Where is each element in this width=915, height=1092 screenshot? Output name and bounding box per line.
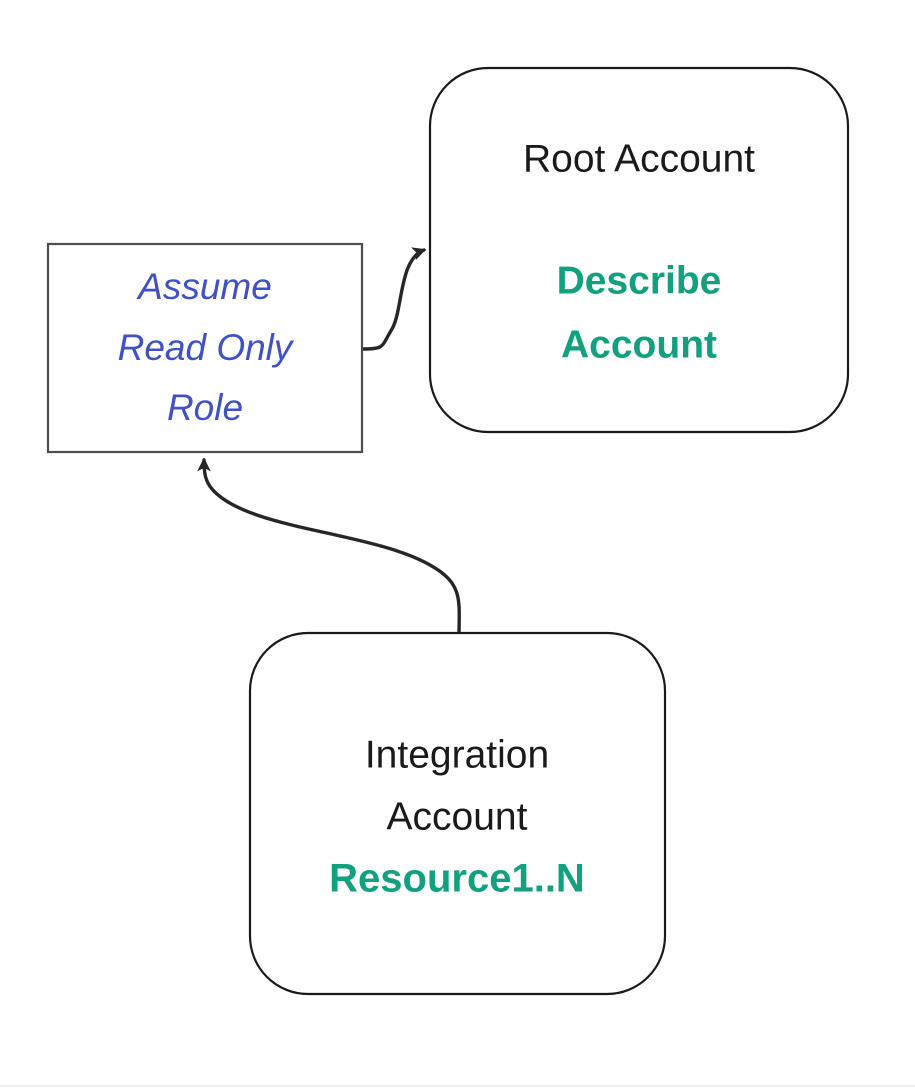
edge-assume-to-root-path	[361, 247, 427, 351]
node-root-account[interactable]: Root Account Describe Account	[428, 66, 850, 434]
node-assume-read-only-role[interactable]: Assume Read Only Role	[46, 242, 364, 454]
assume-role-line2: Read Only	[118, 327, 295, 368]
edge-assume-to-root	[361, 247, 427, 351]
integration-account-box[interactable]	[248, 631, 667, 996]
node-integration-account[interactable]: Integration Account Resource1..N	[248, 631, 667, 996]
assume-role-line1: Assume	[136, 266, 272, 307]
integration-account-title-line1: Integration	[365, 733, 549, 776]
root-account-action-line2: Account	[561, 323, 717, 366]
assume-role-box[interactable]	[46, 242, 364, 454]
root-account-title: Root Account	[523, 137, 755, 180]
integration-account-resource: Resource1..N	[329, 857, 585, 901]
integration-account-title-line2: Account	[387, 795, 528, 838]
root-account-box[interactable]	[428, 66, 850, 434]
root-account-action-line1: Describe	[557, 259, 722, 302]
edge-integration-to-assume-path	[197, 457, 461, 638]
edge-integration-to-assume	[197, 457, 461, 638]
assume-role-line3: Role	[167, 387, 243, 428]
